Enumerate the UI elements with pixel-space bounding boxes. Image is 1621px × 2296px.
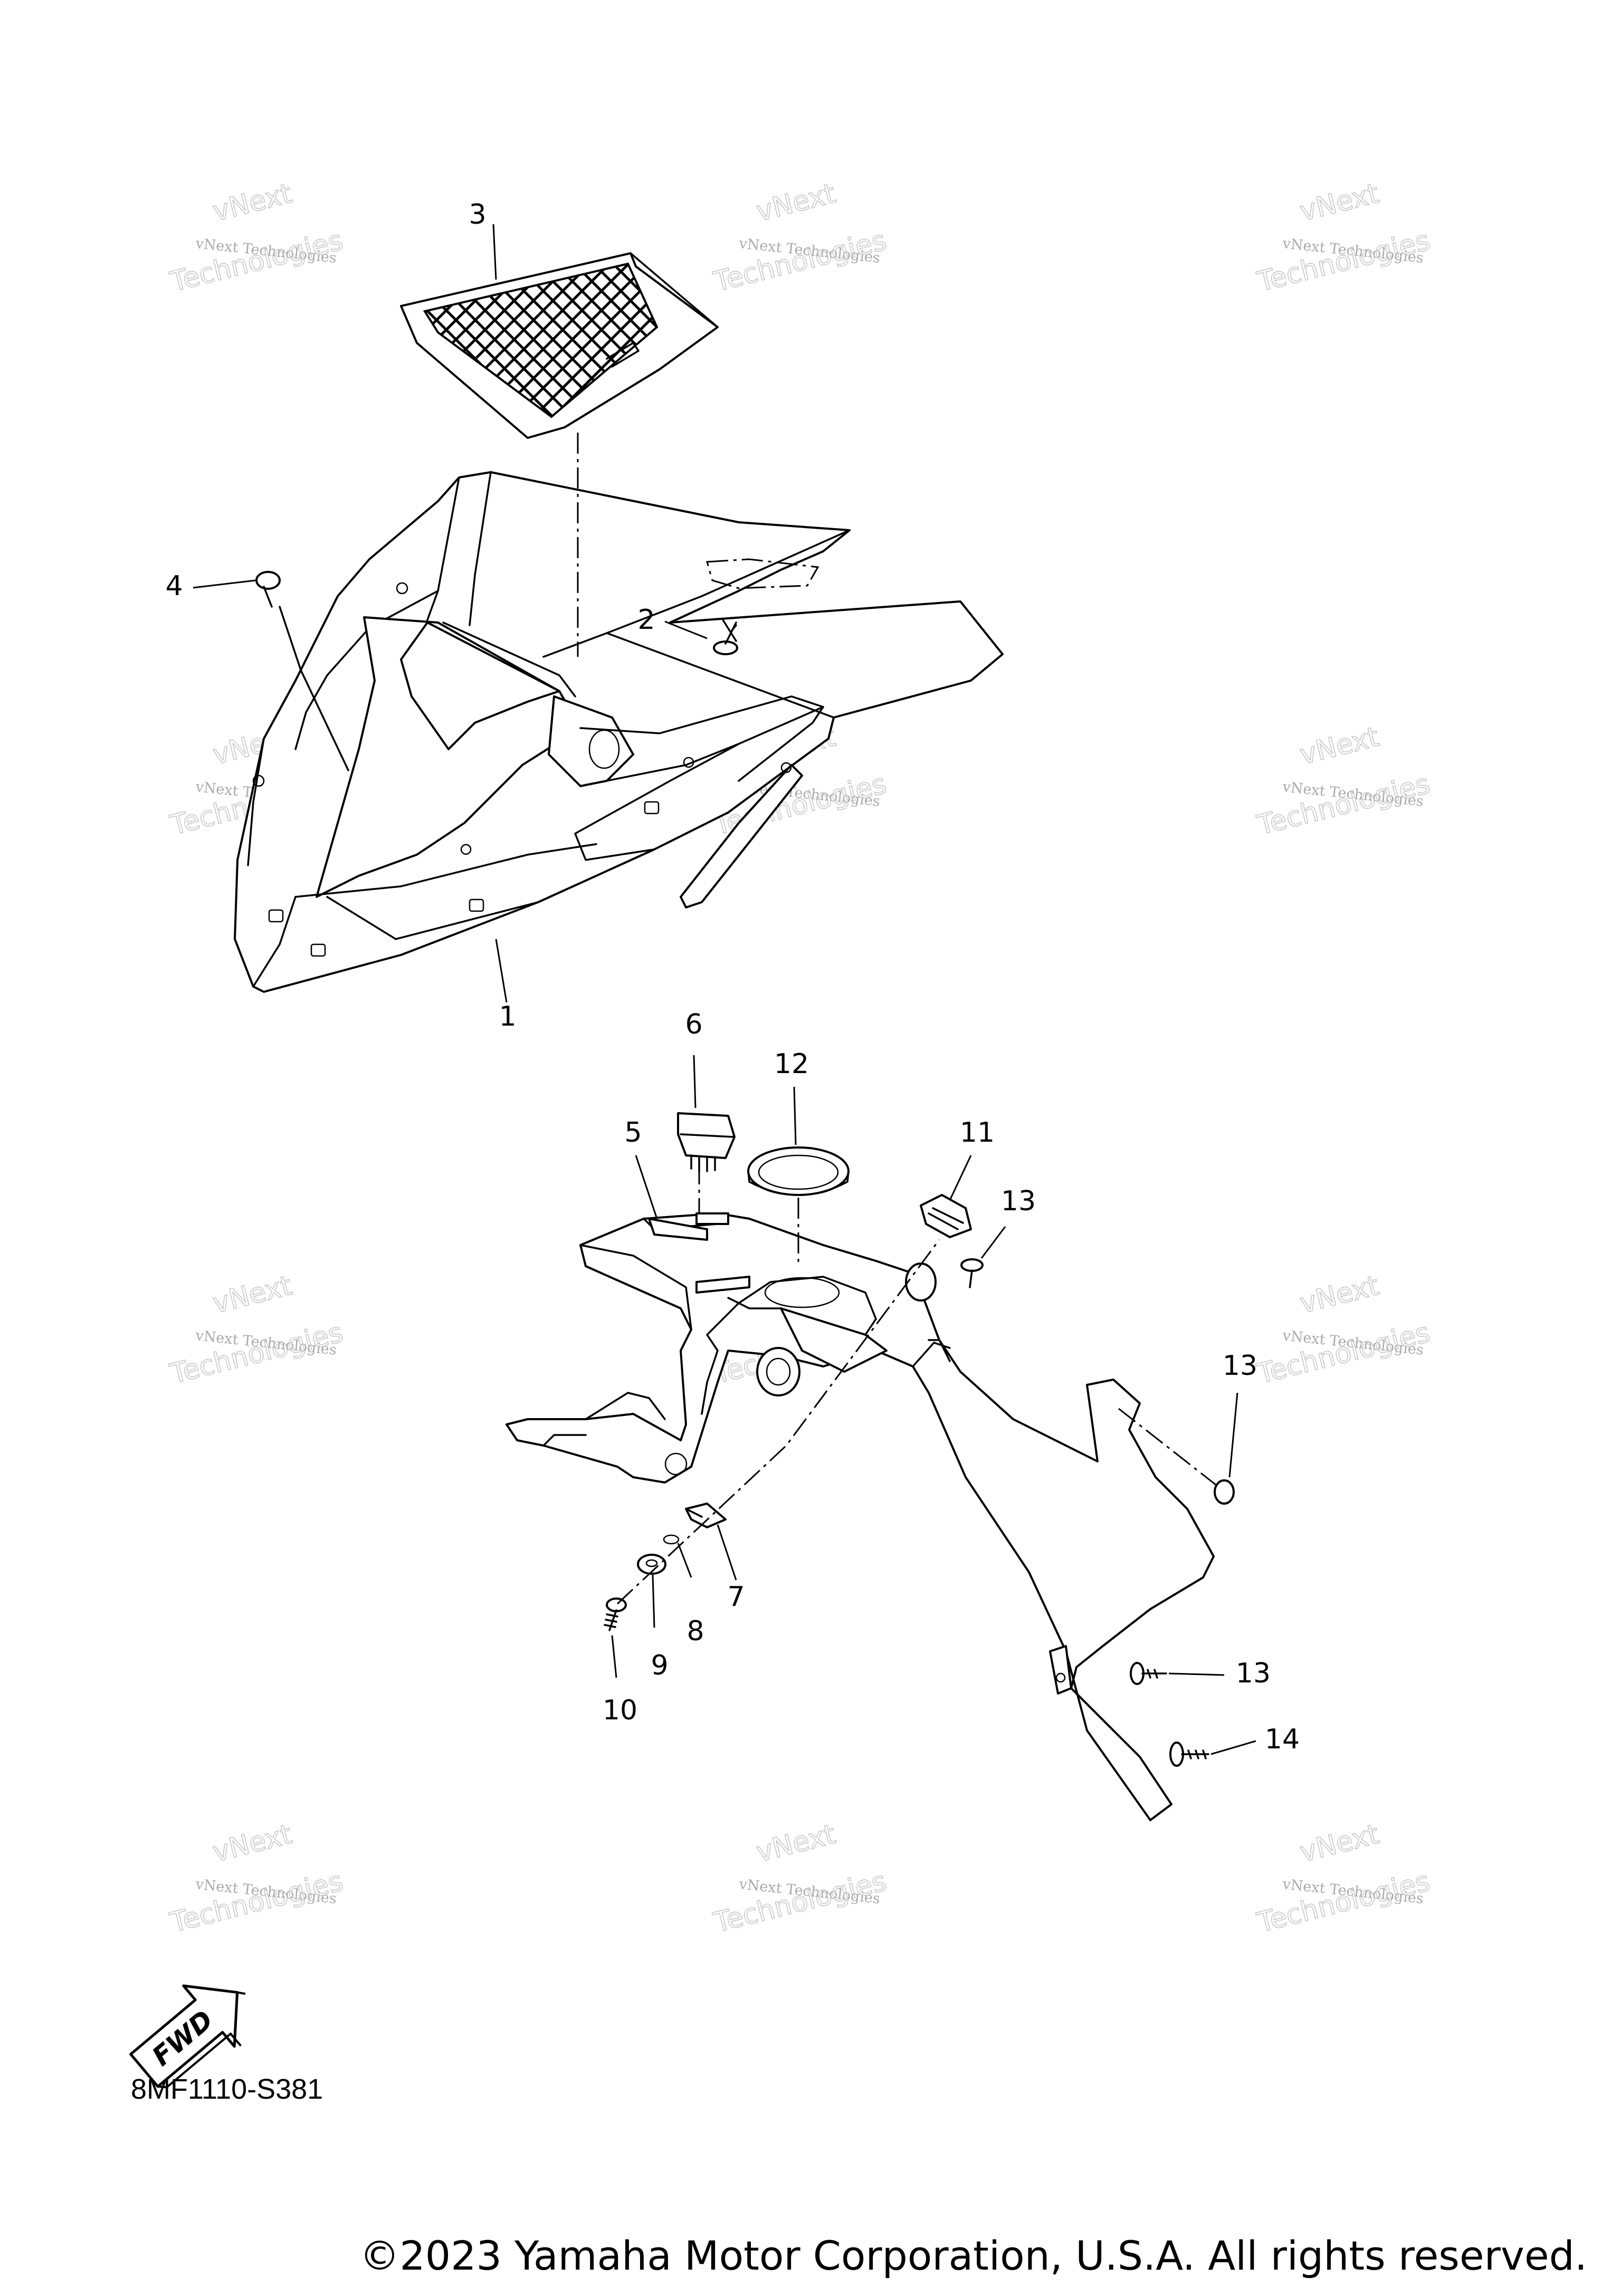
watermark: vNext Technologies vNext Technologies [710, 1818, 890, 1939]
watermark: vNext Technologies vNext Technologies [1254, 721, 1434, 842]
watermark: vNext Technologies vNext Technologies [167, 1818, 347, 1939]
callout-2: 2 [637, 604, 655, 636]
watermark-large: Technologies [1254, 1317, 1433, 1390]
watermark-large: vNext [753, 178, 838, 228]
callout-14: 14 [1265, 1724, 1300, 1755]
part-13-clip [1214, 1479, 1235, 1505]
callout-8: 8 [686, 1615, 704, 1647]
part-10-screw [604, 1597, 627, 1631]
part-9-collar [637, 1554, 666, 1575]
callout-11: 11 [960, 1117, 995, 1149]
part-5-inner-panel [506, 1212, 1215, 1821]
watermark-large: Technologies [167, 1866, 346, 1939]
watermark-large: vNext [209, 1270, 295, 1320]
callout-1: 1 [499, 1001, 516, 1032]
part-8-washer [663, 1534, 680, 1545]
watermark-large: vNext [1296, 178, 1382, 228]
callout-4: 4 [165, 570, 183, 602]
part-2-screw [713, 619, 738, 655]
part-13-screw [1130, 1662, 1167, 1685]
watermark: vNext Technologies vNext Technologies [167, 1269, 347, 1391]
part-6-switch [677, 1112, 736, 1172]
callout-10: 10 [603, 1695, 637, 1726]
watermark-large: vNext [1296, 1819, 1382, 1869]
leader-lines [193, 224, 1256, 1755]
part-13-clip [960, 1258, 984, 1288]
watermark: vNext Technologies vNext Technologies [710, 177, 890, 299]
part-3-intake-mesh [400, 252, 719, 439]
callout-6: 6 [685, 1009, 702, 1040]
watermark-large: vNext [209, 1819, 295, 1869]
watermark: vNext Technologies vNext Technologies [167, 177, 347, 299]
callout-12: 12 [774, 1048, 809, 1080]
copyright-text: ©2023 Yamaha Motor Corporation, U.S.A. A… [359, 2232, 1587, 2279]
part-14-screw [1169, 1742, 1209, 1767]
assembly-line [1118, 1408, 1217, 1486]
assembly-line [616, 1239, 940, 1605]
callout-3: 3 [469, 199, 486, 231]
drawing-code: 8MF1110-S381 [131, 2073, 323, 2105]
callout-13-upper: 13 [1001, 1185, 1036, 1217]
callout-5: 5 [624, 1117, 642, 1149]
watermark-large: Technologies [710, 225, 890, 298]
part-12-ring [747, 1146, 850, 1196]
watermark-large: Technologies [167, 225, 346, 298]
watermark: vNext Technologies vNext Technologies [1254, 1818, 1434, 1939]
watermark-large: vNext [209, 178, 295, 228]
watermark: vNext Technologies vNext Technologies [1254, 1269, 1434, 1391]
watermark-large: Technologies [167, 1317, 346, 1390]
watermark-large: Technologies [710, 1866, 890, 1939]
watermark-large: vNext [753, 1819, 838, 1869]
callout-13-right: 13 [1223, 1350, 1257, 1382]
watermark-large: Technologies [1254, 225, 1433, 298]
watermark-large: vNext [1296, 1270, 1382, 1320]
callout-7: 7 [727, 1581, 745, 1613]
part-4-bolt [255, 571, 349, 771]
callout-13-lower: 13 [1236, 1658, 1271, 1689]
watermark: vNext Technologies vNext Technologies [1254, 177, 1434, 299]
watermark-large: vNext [1296, 721, 1382, 771]
part-7-bracket [685, 1503, 727, 1528]
part-11-knob [920, 1194, 972, 1238]
part-1-front-cowling [234, 471, 1004, 993]
callout-labels: 3 4 2 1 6 12 5 11 13 13 7 8 9 10 13 14 [165, 199, 1300, 1755]
watermark-large: Technologies [1254, 1866, 1433, 1939]
callout-9: 9 [651, 1650, 668, 1681]
watermark-large: Technologies [1254, 768, 1433, 841]
